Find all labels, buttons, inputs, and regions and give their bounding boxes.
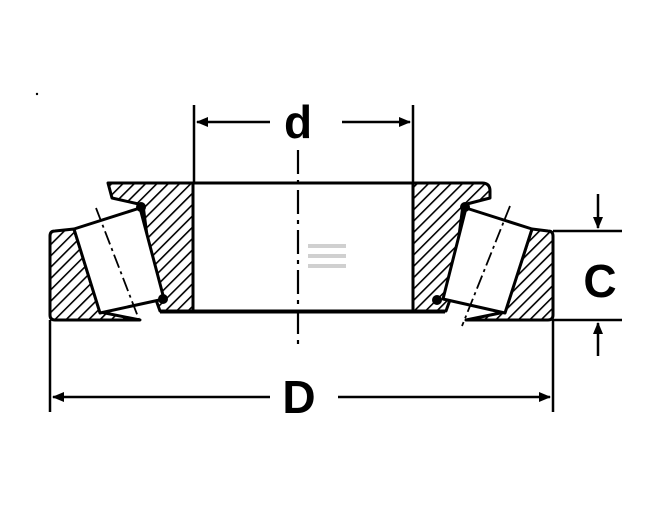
right-rib-dot-bottom bbox=[432, 295, 442, 305]
bore bbox=[191, 181, 415, 313]
width-label: C bbox=[583, 255, 616, 307]
d-label-backdrop bbox=[272, 96, 338, 146]
extension-lines bbox=[48, 105, 622, 412]
dimension-lines bbox=[52, 117, 603, 402]
outer-diameter-label: D bbox=[282, 371, 315, 423]
left-rib-dot-top bbox=[136, 202, 146, 212]
watermark-logo bbox=[308, 244, 346, 268]
right-roller-axis bbox=[461, 205, 511, 327]
right-cup-section bbox=[464, 227, 555, 322]
speck bbox=[35, 92, 39, 96]
left-cup-section bbox=[48, 227, 142, 322]
inner-diameter-label: d bbox=[284, 96, 312, 148]
right-rib-dot-top bbox=[460, 202, 470, 212]
left-roller-axis bbox=[95, 207, 141, 323]
left-rib-dot-bottom bbox=[158, 294, 168, 304]
